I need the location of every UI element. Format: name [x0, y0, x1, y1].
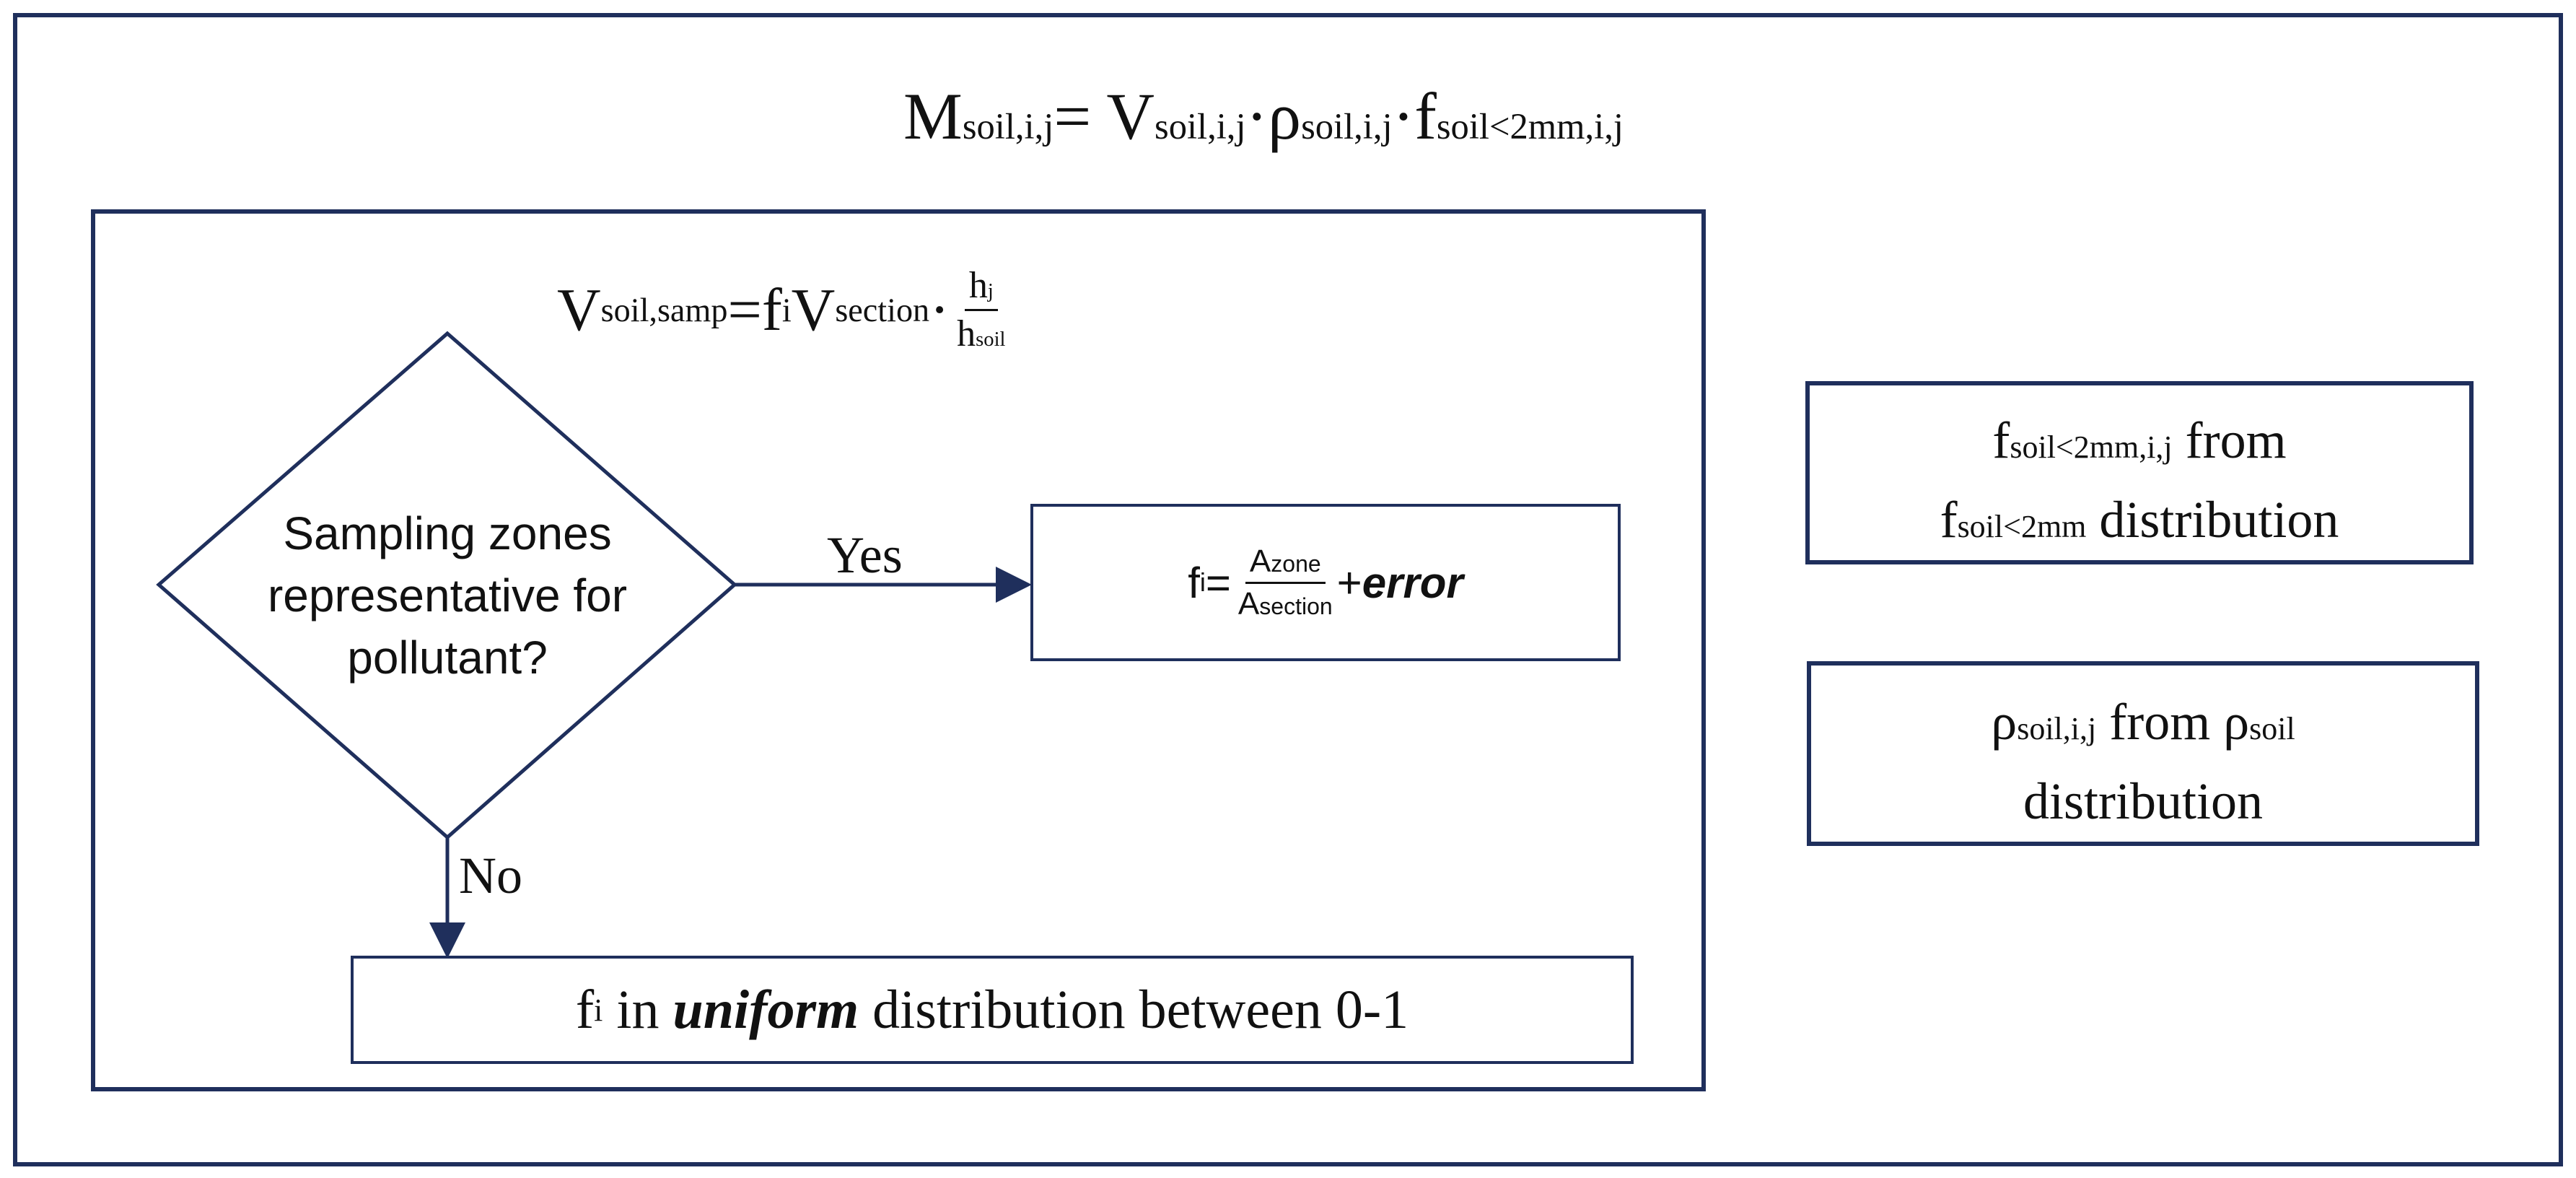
- yes-label: Yes: [827, 526, 903, 584]
- height-fraction: hj hsoil: [957, 265, 1006, 354]
- error-term: error: [1362, 558, 1463, 607]
- no-result-box: [351, 956, 1634, 1064]
- decision-question: Sampling zones representative for pollut…: [267, 507, 628, 684]
- density-distribution-text: ρsoil,i,j from ρsoil distribution: [1991, 693, 2295, 830]
- mass-equation: Msoil,i,j= Vsoil,i,j·ρsoil,i,j·fsoil<2mm…: [903, 79, 1624, 153]
- fraction-distribution-text: fsoil<2mm,i,j from fsoil<2mm distributio…: [1940, 411, 2339, 549]
- yes-result-box: [1030, 504, 1621, 661]
- area-fraction: Azone Asection: [1237, 543, 1333, 621]
- no-label: No: [459, 847, 522, 904]
- density-distribution-box: [1807, 661, 2479, 846]
- fraction-distribution-box: [1805, 381, 2474, 564]
